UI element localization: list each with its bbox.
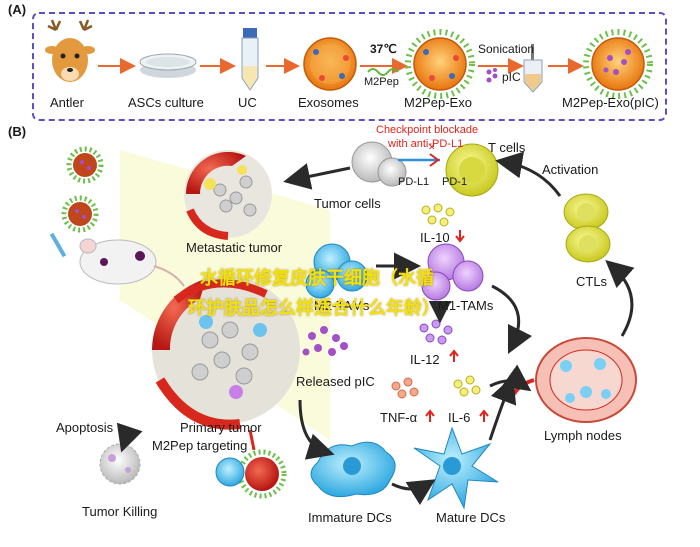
checkpoint-icon: ✕ bbox=[398, 142, 440, 167]
il6-dots-icon bbox=[453, 375, 481, 397]
label-m2pep-exo-pic: M2Pep-Exo(pIC) bbox=[562, 95, 659, 110]
m1-tams-icon bbox=[421, 243, 484, 301]
exosome-icon bbox=[303, 37, 357, 91]
label-pic: pIC bbox=[502, 70, 521, 84]
label-il12: IL-12 bbox=[410, 352, 440, 367]
label-m1-tams: M1-TAMs bbox=[438, 298, 494, 313]
il10-dots-icon bbox=[421, 203, 455, 227]
arrow-dc-to-lymph bbox=[488, 375, 517, 441]
panel-a-tag: (A) bbox=[8, 2, 27, 17]
centrifuge-tube-icon bbox=[241, 28, 259, 91]
arrow-lymph-to-ctl bbox=[605, 260, 635, 337]
label-il6: IL-6 bbox=[448, 410, 471, 425]
primary-tumor-icon bbox=[152, 276, 300, 430]
nano-exo-top-icon bbox=[66, 146, 104, 184]
svg-text:✕: ✕ bbox=[428, 142, 436, 152]
ctl-cells-icon bbox=[563, 193, 611, 263]
arrow-t-to-tumor bbox=[283, 163, 351, 190]
il6-up-arrow bbox=[479, 409, 489, 422]
label-mature-dcs: Mature DCs bbox=[436, 510, 506, 525]
pic-dots-icon bbox=[486, 68, 498, 83]
label-m2-tams: M2-TAMs bbox=[314, 298, 370, 313]
il10-down-arrow bbox=[455, 230, 465, 243]
label-tnf: TNF-α bbox=[380, 410, 418, 425]
nano-exo-bottom-icon bbox=[61, 195, 99, 233]
tnf-dots-icon bbox=[391, 377, 419, 399]
targeting-red-arrow bbox=[248, 429, 256, 451]
label-pd-1: PD-1 bbox=[442, 176, 468, 188]
panel-a-frame bbox=[32, 12, 667, 121]
label-tumor-killing: Tumor Killing bbox=[82, 504, 158, 519]
m2pep-exo-icon bbox=[405, 29, 475, 99]
label-temp: 37℃ bbox=[370, 42, 397, 56]
released-pic-dots-icon bbox=[302, 326, 348, 356]
watermark-line2: 环护肤品怎么样适合什么年龄） bbox=[188, 298, 440, 319]
mouse-icon bbox=[49, 232, 185, 287]
label-primary-tumor: Primary tumor bbox=[180, 420, 262, 435]
label-m2pep-exo: M2Pep-Exo bbox=[404, 95, 472, 110]
label-immature-dcs: Immature DCs bbox=[308, 510, 392, 525]
label-apoptosis: Apoptosis bbox=[56, 420, 114, 435]
tnf-up-arrow bbox=[425, 409, 435, 422]
label-m2pep-targeting: M2Pep targeting bbox=[152, 438, 248, 453]
label-m2pep: M2Pep bbox=[364, 76, 399, 88]
arrow-m1-to-lymph bbox=[491, 284, 533, 355]
arrow-apoptosis bbox=[116, 422, 143, 453]
lymph-node-icon bbox=[512, 337, 637, 423]
m2pep-wave-icon bbox=[367, 68, 399, 76]
label-activation: Activation bbox=[542, 162, 599, 177]
m2-tams-icon bbox=[305, 243, 368, 299]
label-checkpoint-line1: Checkpoint blockade bbox=[376, 124, 479, 136]
il12-up-arrow bbox=[449, 349, 459, 362]
deer-icon bbox=[45, 19, 95, 82]
label-sonication: Sonication bbox=[478, 42, 535, 56]
il12-dots-icon bbox=[419, 319, 453, 345]
sonication-tube-icon bbox=[523, 44, 543, 93]
label-metastatic-tumor: Metastatic tumor bbox=[186, 240, 283, 255]
metastatic-tumor-icon bbox=[184, 150, 272, 240]
label-lymph-nodes: Lymph nodes bbox=[544, 428, 622, 443]
dying-tumor-cell-icon bbox=[99, 443, 141, 485]
arrow-activation bbox=[495, 151, 562, 197]
m2pep-exo-pic-icon bbox=[583, 29, 653, 99]
mature-dc-icon bbox=[413, 426, 499, 510]
petri-dish-icon bbox=[139, 53, 197, 78]
label-exosomes: Exosomes bbox=[298, 95, 359, 110]
tumor-cells-icon bbox=[351, 141, 407, 187]
arrow-dc-maturation bbox=[391, 479, 436, 505]
label-tumor-cells: Tumor cells bbox=[314, 196, 381, 211]
m2pep-targeting-icon bbox=[215, 449, 287, 499]
panel-b-tag: (B) bbox=[8, 124, 27, 139]
arrow-pic-to-dc bbox=[298, 399, 335, 460]
label-pd-l1: PD-L1 bbox=[398, 176, 430, 188]
label-ascs-culture: ASCs culture bbox=[128, 95, 204, 110]
label-released-pic: Released pIC bbox=[296, 374, 375, 389]
label-antler: Antler bbox=[50, 95, 84, 110]
label-il10: IL-10 bbox=[420, 230, 450, 245]
arrow-cytokine-to-lymph bbox=[489, 364, 532, 392]
label-checkpoint-line2: with anti-PD-L1 bbox=[388, 138, 464, 150]
label-uc: UC bbox=[238, 95, 257, 110]
watermark-line1: 水循环修复皮肤干细胞（水循 bbox=[200, 268, 434, 289]
label-ctls: CTLs bbox=[576, 274, 608, 289]
label-t-cells: T cells bbox=[488, 140, 526, 155]
